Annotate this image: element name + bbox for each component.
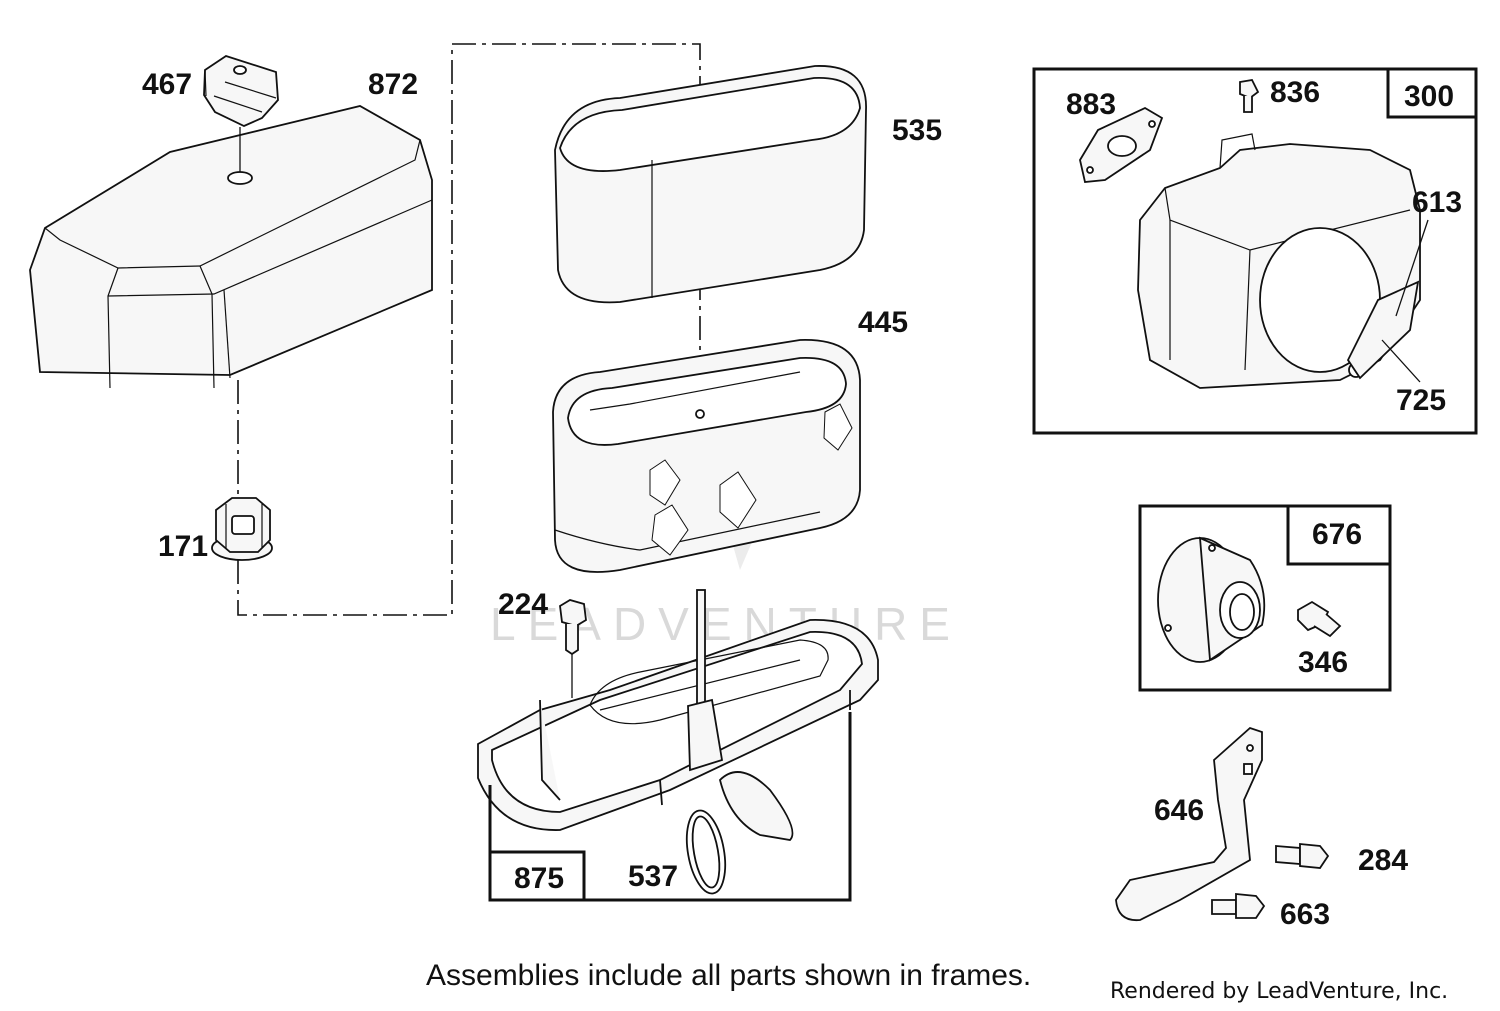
pre-cleaner-535 xyxy=(554,65,867,304)
filter-cartridge-445 xyxy=(552,339,861,573)
frame-300 xyxy=(1032,67,1478,435)
rendered-by-credit: Rendered by LeadVenture, Inc. xyxy=(1110,979,1448,1004)
part-label-836: 836 xyxy=(1270,76,1320,109)
part-label-445: 445 xyxy=(858,306,908,339)
frame-676-label-box xyxy=(1286,504,1392,566)
part-label-284: 284 xyxy=(1358,844,1408,877)
part-label-875: 875 xyxy=(514,862,564,895)
muffler-assembly xyxy=(1137,133,1421,389)
part-label-613: 613 xyxy=(1412,186,1462,219)
gasket-537 xyxy=(685,809,727,895)
part-label-537: 537 xyxy=(628,860,678,893)
leader-613 xyxy=(1395,219,1429,317)
part-label-725: 725 xyxy=(1396,384,1446,417)
part-label-346: 346 xyxy=(1298,646,1348,679)
part-label-646: 646 xyxy=(1154,794,1204,827)
air-cleaner-cover-872 xyxy=(29,105,433,389)
screw-663 xyxy=(1211,893,1266,919)
leader-725 xyxy=(1381,339,1421,383)
gasket-883 xyxy=(1079,106,1164,183)
part-label-224: 224 xyxy=(498,588,548,621)
assemblies-note: Assemblies include all parts shown in fr… xyxy=(426,959,1031,992)
bolt-836 xyxy=(1239,79,1260,113)
part-label-663: 663 xyxy=(1280,898,1330,931)
part-label-883: 883 xyxy=(1066,88,1116,121)
screw-224 xyxy=(559,599,587,698)
part-label-467: 467 xyxy=(142,68,192,101)
frame-300-label-box xyxy=(1386,67,1478,119)
air-cleaner-base-875 xyxy=(477,589,879,841)
frame-676 xyxy=(1138,504,1392,692)
frame-875 xyxy=(488,712,852,902)
part-label-872: 872 xyxy=(368,68,418,101)
part-label-535: 535 xyxy=(892,114,942,147)
screw-284 xyxy=(1275,843,1330,869)
part-label-171: 171 xyxy=(158,530,208,563)
frame-875-label-box xyxy=(488,850,586,902)
screw-346 xyxy=(1297,600,1342,638)
knob-467 xyxy=(203,55,279,172)
part-label-676: 676 xyxy=(1312,518,1362,551)
grommet-171 xyxy=(211,497,273,561)
bracket-646 xyxy=(1115,726,1263,922)
flange-676 xyxy=(1157,536,1266,663)
part-label-300: 300 xyxy=(1404,80,1454,113)
